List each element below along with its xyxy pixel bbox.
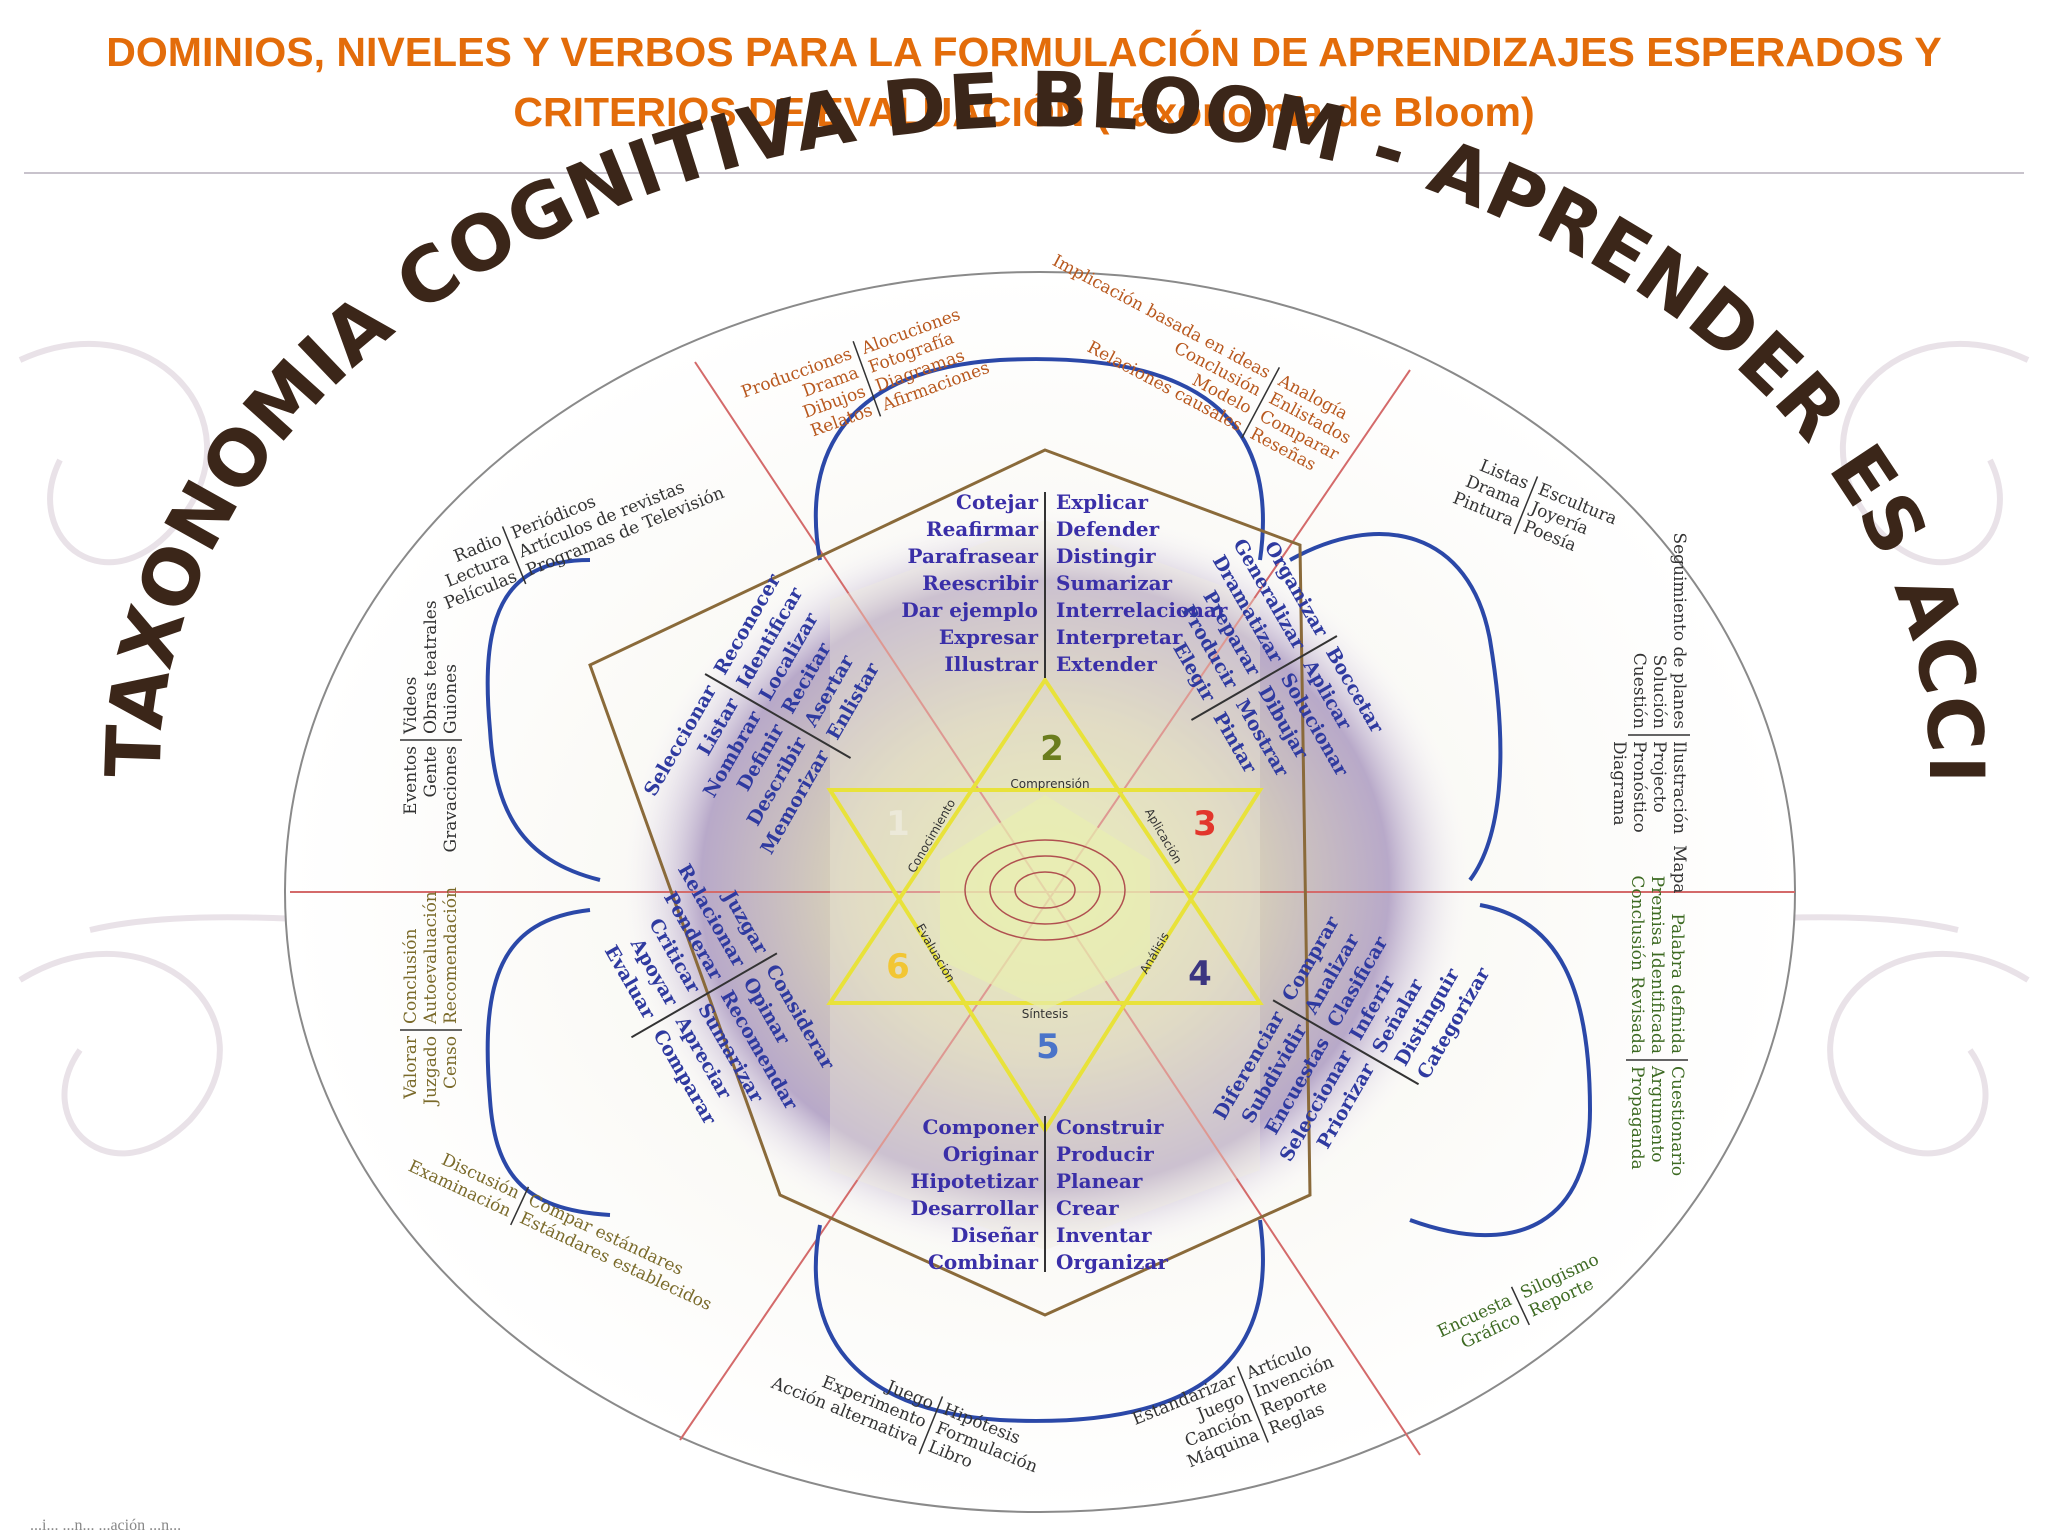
prod-mapa: Mapa — [1669, 845, 1689, 894]
verb-desarrollar: Desarrollar — [911, 1196, 1039, 1220]
level-5-marker: 5 Síntesis — [1022, 1007, 1068, 1067]
prod-conclusion: Conclusión — [401, 929, 421, 1024]
level-hexagon — [588, 448, 1312, 1317]
verb-dar-ejemplo: Dar ejemplo — [901, 598, 1038, 622]
verb-extender: Extender — [1056, 652, 1157, 676]
prod-censo: Censo — [441, 1036, 461, 1089]
footer-fragment: ...i... ...n... ...ación ...n... — [30, 1517, 181, 1534]
verb-expresar: Expresar — [939, 625, 1039, 649]
prod-projecto: Projecto — [1649, 741, 1669, 813]
prod-propaganda: Propaganda — [1627, 1066, 1647, 1170]
verb-illustrar: Illustrar — [944, 652, 1038, 676]
verb-producir: Producir — [1056, 1142, 1154, 1166]
prod-guiones: Guiones — [441, 664, 461, 734]
verb-hipotetizar: Hipotetizar — [911, 1169, 1039, 1193]
prod-diagrama: Diagrama — [1609, 741, 1629, 826]
prod-seguimiento-planes: Seguimiento de planes — [1669, 532, 1689, 729]
sintesis-verbs: Componer Originar Hipotetizar Desarrolla… — [911, 1115, 1169, 1274]
title-line-2: CRITERIOS DE EVALUACIÓN (Taxonomía de Bl… — [513, 89, 1535, 135]
products-left-top: Eventos Gente Gravaciones Videos Obras t… — [400, 600, 462, 853]
prod-solucion: Solución — [1649, 655, 1669, 729]
verb-reafirmar: Reafirmar — [926, 517, 1039, 541]
level-1-number: 1 — [886, 804, 910, 844]
level-6-number: 6 — [886, 947, 910, 987]
verb-cotejar: Cotejar — [956, 490, 1038, 514]
prod-premisa-identificada: Premisa Identificada — [1647, 876, 1667, 1054]
verb-parafrasear: Parafrasear — [907, 544, 1038, 568]
prod-argumento: Argumento — [1647, 1065, 1667, 1162]
verb-crear: Crear — [1056, 1196, 1119, 1220]
blue-petals — [485, 357, 1593, 1423]
level-4-number: 4 — [1188, 954, 1212, 994]
title-line-1: DOMINIOS, NIVELES Y VERBOS PARA LA FORMU… — [106, 29, 1942, 75]
prod-juzgado: Juzgado — [421, 1036, 441, 1107]
level-2-name: Comprensión — [1010, 777, 1089, 791]
prod-videos: Videos — [401, 677, 421, 735]
verb-explicar: Explicar — [1056, 490, 1148, 514]
prod-autoevaluacion: Autoevaluación — [421, 891, 441, 1025]
prod-ilustracion: Ilustración — [1669, 741, 1689, 834]
products-right-top: Seguimiento de planes Solución Cuestión … — [1609, 532, 1690, 894]
level-5-number: 5 — [1036, 1027, 1060, 1067]
products-right-bottom: Palabra definida Premisa Identificada Co… — [1626, 875, 1688, 1176]
level-2-marker: 2 Comprensión — [1010, 729, 1089, 791]
verb-combinar: Combinar — [928, 1250, 1039, 1274]
verb-interpretar: Interpretar — [1056, 625, 1183, 649]
prod-gravaciones: Gravaciones — [441, 746, 461, 853]
level-2-number: 2 — [1040, 729, 1064, 769]
verb-construir: Construir — [1056, 1115, 1164, 1139]
title-divider — [24, 172, 2024, 174]
verb-inventar: Inventar — [1056, 1223, 1152, 1247]
verb-organizar-sintesis: Organizar — [1056, 1250, 1168, 1274]
prod-obras-teatrales: Obras teatrales — [421, 600, 441, 734]
verb-planear: Planear — [1056, 1169, 1143, 1193]
prod-cuestionario: Cuestionario — [1667, 1066, 1687, 1176]
level-3-number: 3 — [1193, 804, 1217, 844]
center-spiral — [964, 839, 1126, 941]
slide-title: DOMINIOS, NIVELES Y VERBOS PARA LA FORMU… — [0, 22, 2048, 142]
prod-recomendacion: Recomendación — [441, 887, 461, 1024]
verb-originar: Originar — [943, 1142, 1039, 1166]
level-5-name: Síntesis — [1022, 1007, 1068, 1021]
prod-pronostico: Pronóstico — [1629, 741, 1649, 833]
products-left-bottom: Valorar Juzgado Censo Conclusión Autoeva… — [400, 887, 462, 1107]
verb-distingir: Distingir — [1056, 544, 1156, 568]
prod-gente: Gente — [421, 746, 441, 797]
verb-disenar: Diseñar — [951, 1223, 1038, 1247]
verb-reescribir: Reescribir — [922, 571, 1038, 595]
star-center — [940, 795, 1150, 1010]
verb-componer: Componer — [922, 1115, 1038, 1139]
prod-valorar: Valorar — [401, 1035, 421, 1100]
verb-defender: Defender — [1056, 517, 1160, 541]
prod-palabra-definida: Palabra definida — [1667, 913, 1687, 1054]
prod-eventos: Eventos — [401, 746, 421, 815]
verb-interrelacionar: Interrelacionar — [1056, 598, 1228, 622]
verb-sumarizar: Sumarizar — [1056, 571, 1173, 595]
prod-cuestion: Cuestión — [1629, 653, 1649, 729]
prod-conclusion-revisada: Conclusión Revisada — [1627, 875, 1647, 1054]
comprension-verbs: Cotejar Reafirmar Parafrasear Reescribir… — [901, 490, 1228, 678]
